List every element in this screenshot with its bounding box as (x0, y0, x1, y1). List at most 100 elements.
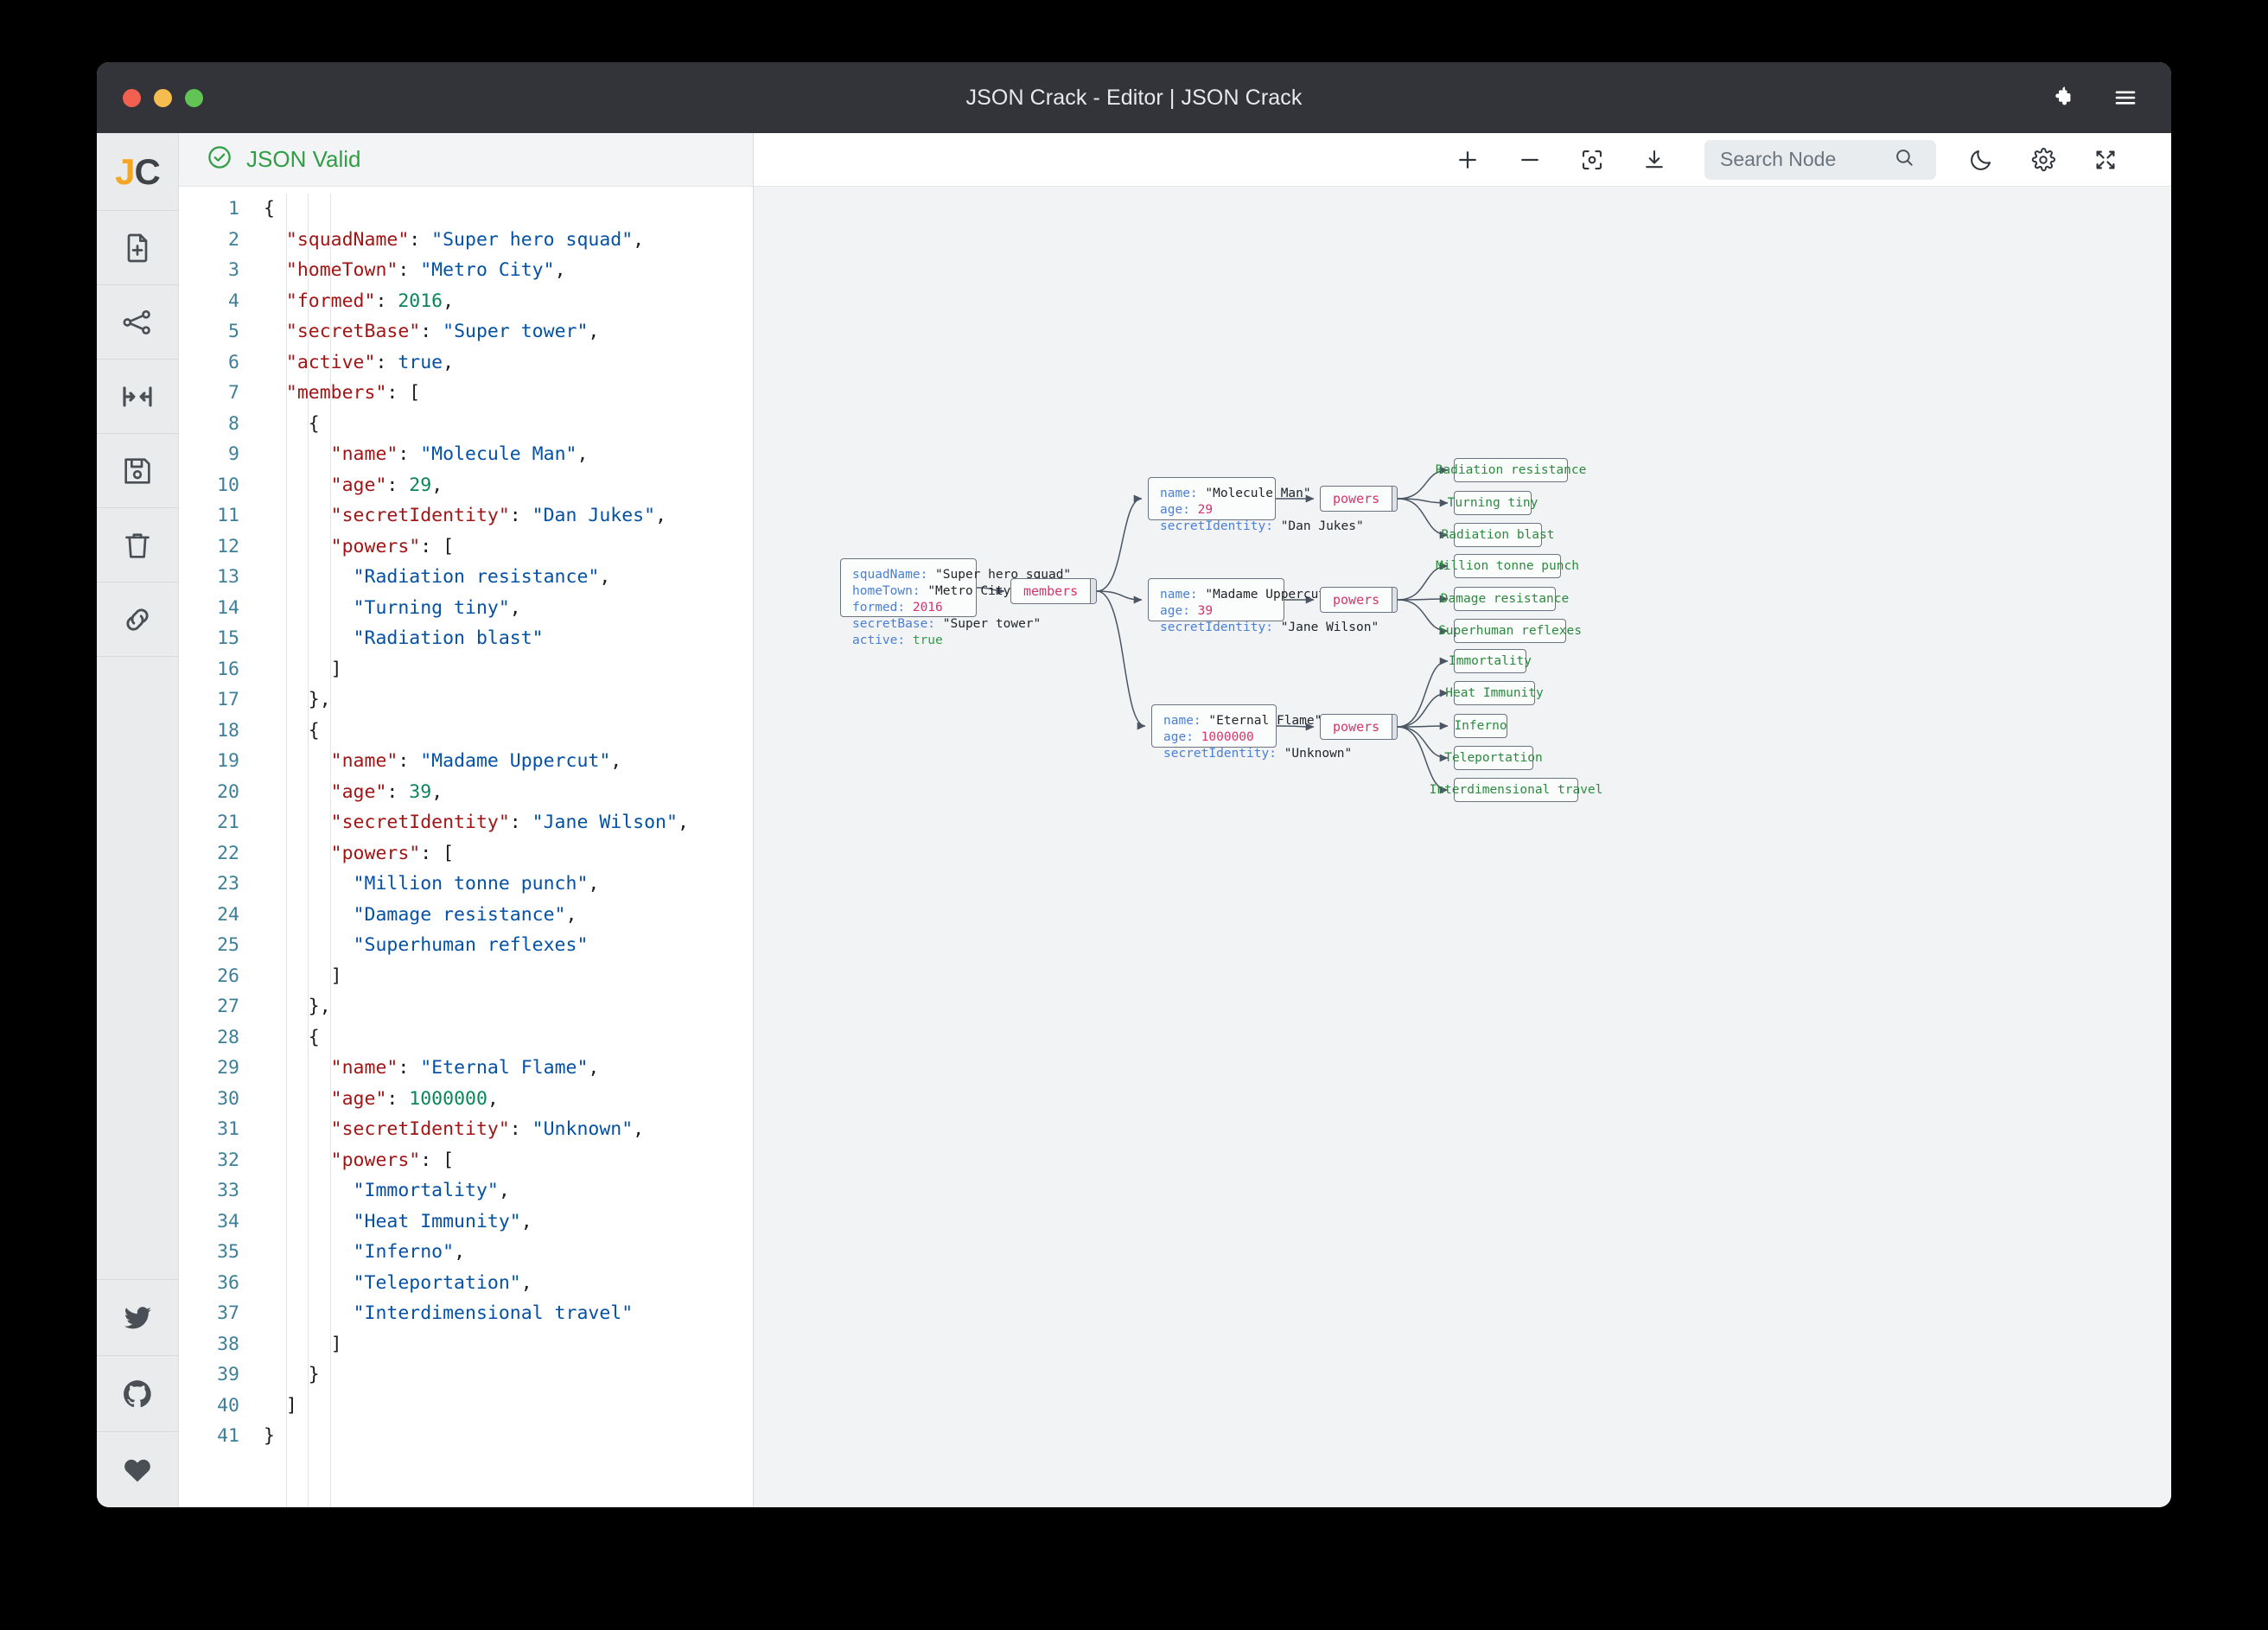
code-token: ] (330, 965, 342, 987)
power-leaf[interactable]: Turning tiny (1448, 491, 1538, 515)
plus-icon[interactable] (1437, 133, 1499, 187)
jsoncrack-logo[interactable]: JC (97, 133, 179, 211)
power-leaf[interactable]: Immortality (1449, 649, 1532, 673)
code-token: , (520, 1271, 532, 1294)
code-line-content: } (258, 1421, 275, 1452)
twitter-icon[interactable] (97, 1279, 179, 1355)
minus-icon[interactable] (1499, 133, 1561, 187)
github-icon[interactable] (97, 1355, 179, 1431)
graph-canvas[interactable]: squadName: "Super hero squad"homeTown: "… (754, 187, 2171, 1507)
code-line-content: "age": 39, (258, 777, 443, 808)
power-leaf[interactable]: Radiation resistance (1436, 458, 1586, 482)
powers-node-1[interactable]: powers (1320, 486, 1398, 512)
power-leaf[interactable]: Superhuman reflexes (1438, 619, 1582, 643)
code-line: 28 { (179, 1022, 753, 1054)
code-token: , (565, 903, 577, 926)
node-property-key: age: (1160, 604, 1198, 618)
search-node-box[interactable] (1704, 139, 1936, 180)
code-token: "Eternal Flame" (420, 1057, 589, 1079)
code-line-content: "name": "Madame Uppercut", (258, 746, 622, 777)
expand-icon[interactable] (2074, 133, 2137, 187)
code-token: "powers" (330, 842, 421, 864)
minimize-button[interactable] (154, 88, 172, 107)
power-leaf[interactable]: Damage resistance (1441, 587, 1569, 611)
code-line: 33 "Immortality", (179, 1175, 753, 1207)
node-property-value: 1000000 (1201, 730, 1254, 744)
power-leaf[interactable]: Radiation blast (1442, 523, 1554, 547)
collapse-icon[interactable] (1392, 588, 1397, 612)
code-token: "active" (285, 351, 376, 373)
node-property-value: 2016 (912, 601, 943, 614)
graph-pane: squadName: "Super hero squad"homeTown: "… (754, 133, 2171, 1507)
code-line: 5 "secretBase": "Super tower", (179, 316, 753, 347)
code-line: 22 "powers": [ (179, 838, 753, 869)
collapse-horizontal-icon[interactable] (97, 360, 179, 434)
code-line: 32 "powers": [ (179, 1145, 753, 1176)
puzzle-icon[interactable] (2050, 85, 2076, 111)
code-line-content: "powers": [ (258, 1145, 454, 1176)
collapse-icon[interactable] (1090, 579, 1096, 603)
code-token: , (599, 566, 611, 588)
code-line-content: "Teleportation", (258, 1268, 532, 1299)
maximize-button[interactable] (185, 88, 203, 107)
line-number: 35 (217, 1241, 239, 1263)
moon-icon[interactable] (1950, 133, 2012, 187)
power-leaf[interactable]: Interdimensional travel (1430, 778, 1602, 802)
check-circle-icon (207, 144, 233, 175)
power-leaf[interactable]: Teleportation (1444, 746, 1543, 770)
hamburger-menu-icon[interactable] (2112, 85, 2138, 111)
link-icon[interactable] (97, 583, 179, 657)
code-line-content: "name": "Eternal Flame", (258, 1053, 600, 1084)
code-token: "name" (330, 750, 398, 772)
power-leaf[interactable]: Million tonne punch (1436, 554, 1579, 578)
powers-node-3[interactable]: powers (1320, 714, 1398, 740)
code-token: "Jane Wilson" (532, 812, 678, 833)
leaf-label: Turning tiny (1447, 496, 1539, 510)
collapse-icon[interactable] (1392, 487, 1397, 511)
code-token: ] (330, 1333, 342, 1355)
search-input[interactable] (1720, 148, 1893, 171)
search-icon[interactable] (1893, 146, 1915, 173)
code-token: "name" (330, 1057, 398, 1079)
focus-frame-icon[interactable] (1561, 133, 1623, 187)
floppy-disk-icon[interactable] (97, 434, 179, 508)
code-line-content: ] (258, 654, 342, 685)
code-token: "Madame Uppercut" (420, 750, 611, 772)
code-token: : (509, 505, 532, 526)
power-leaf[interactable]: Heat Immunity (1445, 681, 1544, 705)
code-line: 2 "squadName": "Super hero squad", (179, 225, 753, 256)
download-icon[interactable] (1623, 133, 1685, 187)
collapse-icon[interactable] (1392, 715, 1397, 739)
close-button[interactable] (123, 88, 141, 107)
code-line-content: "secretIdentity": "Unknown", (258, 1114, 644, 1145)
share-nodes-icon[interactable] (97, 285, 179, 360)
code-editor[interactable]: 1{2 "squadName": "Super hero squad",3 "h… (179, 187, 753, 1507)
line-number: 37 (217, 1302, 239, 1324)
leaf-label: Million tonne punch (1436, 559, 1579, 573)
line-number: 10 (217, 474, 239, 496)
gear-icon[interactable] (2012, 133, 2074, 187)
code-token: "Super hero squad" (431, 228, 634, 251)
code-line-content: "members": [ (258, 378, 420, 409)
code-line-content: "name": "Molecule Man", (258, 439, 589, 470)
trash-icon[interactable] (97, 508, 179, 583)
power-leaf[interactable]: Inferno (1454, 714, 1507, 738)
leaf-label: Radiation blast (1441, 528, 1555, 542)
members-node[interactable]: members (1010, 578, 1097, 604)
line-number: 16 (217, 658, 239, 680)
code-token: , (509, 596, 521, 619)
file-plus-icon[interactable] (97, 211, 179, 285)
code-token: : (375, 351, 398, 373)
line-number: 38 (217, 1333, 239, 1355)
line-number: 15 (217, 627, 239, 649)
line-number: 36 (217, 1271, 239, 1294)
code-line-content: ] (258, 1329, 342, 1360)
code-token: : [ (420, 1149, 455, 1171)
root-node[interactable]: squadName: "Super hero squad"homeTown: "… (840, 558, 1071, 647)
heart-icon[interactable] (97, 1431, 179, 1507)
powers-node-2[interactable]: powers (1320, 587, 1398, 613)
code-token: , (454, 1241, 466, 1263)
